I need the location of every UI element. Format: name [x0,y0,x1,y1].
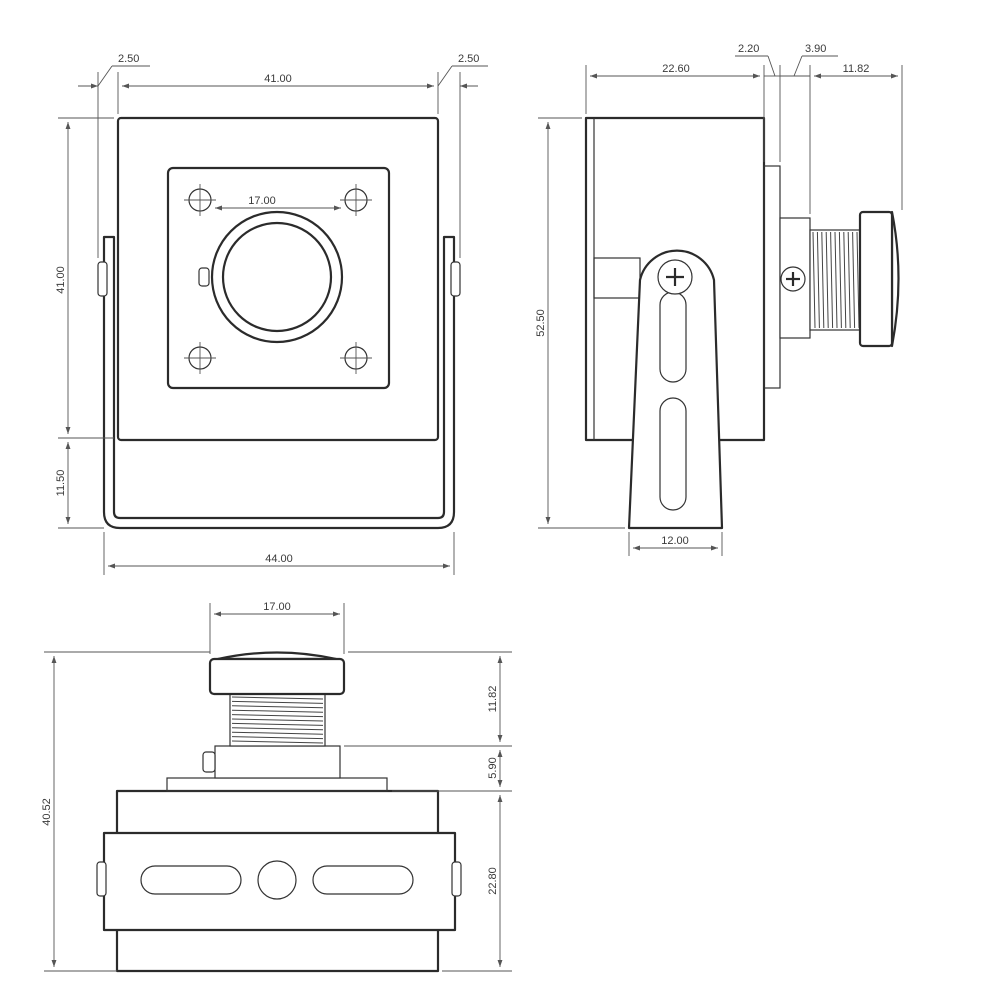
front-bracket-screw-right [450,261,461,297]
dim-front-body-width: 41.00 [264,73,292,85]
thread-line [812,231,816,329]
thread-line [830,231,834,329]
thread-line [231,722,324,726]
top-lens-thread [229,693,326,747]
thread-line [856,231,860,329]
top-lens-cap [208,657,346,696]
thread-line [834,231,838,329]
side-bracket-slot-lower [659,397,687,511]
thread-line [231,696,324,700]
thread-line [231,740,324,744]
side-lens-cap [858,210,894,348]
front-board-plate [166,166,391,390]
thread-line [852,231,856,329]
dim-side-collar: 3.90 [805,43,826,55]
top-view: 17.00 40.52 11.82 5.90 22.80 [41,601,512,973]
front-lens-set-screw [198,267,210,287]
dim-front-bracket-depth: 11.50 [55,470,67,497]
dim-side-bracket-width: 12.00 [661,535,689,547]
dim-side-body-depth: 22.60 [662,63,690,75]
dim-top-lens-length: 11.82 [487,686,499,713]
dim-front-left-offset: 2.50 [118,53,139,65]
thread-line [231,736,324,740]
thread-line [847,231,851,329]
front-lens-inner [221,221,333,333]
side-view: 22.60 2.20 3.90 11.82 52.50 12.00 [535,43,903,556]
side-collar-screw [780,266,806,292]
thread-line [231,700,324,704]
dim-top-collar: 5.90 [487,757,499,778]
front-camera-body [116,116,440,442]
side-bracket-screw [657,259,693,295]
thread-line [816,231,820,329]
top-bracket-screw-left [96,861,107,897]
dim-side-plate: 2.20 [738,43,759,55]
top-bracket-slot-right [312,865,414,895]
dim-front-right-offset: 2.50 [458,53,479,65]
front-bracket [102,235,456,530]
dim-front-body-height: 41.00 [55,266,67,294]
thread-line [821,231,825,329]
top-bracket-screw-right [451,861,462,897]
thread-line [231,709,324,713]
front-lens-outer [210,210,344,344]
top-board-plate [166,777,388,792]
dim-top-body-depth: 22.80 [487,867,499,895]
side-board-plate [763,165,781,389]
front-bracket-screw-left [97,261,108,297]
front-view: 41.00 2.50 2.50 17.00 41.00 11.50 44.00 [55,53,488,575]
side-bracket-arm [627,249,724,530]
thread-line [825,231,829,329]
thread-line [231,727,324,731]
dim-side-lens: 11.82 [843,63,870,75]
thread-line [231,714,324,718]
mount-hole-bottom-right [340,342,372,374]
top-bracket-screw-hole [257,860,297,900]
dim-top-total-depth: 40.52 [41,798,53,826]
dim-side-total-height: 52.50 [535,309,547,337]
dim-front-hole-spacing: 17.00 [248,195,276,207]
dim-front-bracket-width: 44.00 [265,553,293,565]
top-lens-set-screw [202,751,216,773]
top-bracket-slot-left [140,865,242,895]
thread-line [231,705,324,709]
mount-hole-bottom-left [184,342,216,374]
thread-line [231,718,324,722]
top-lens-collar [214,745,341,779]
dim-top-lens-width: 17.00 [263,601,291,613]
thread-line [838,231,842,329]
side-lens-thread [809,229,861,331]
mount-hole-top-left [184,184,216,216]
top-bracket-band [102,831,457,932]
mount-hole-top-right [340,184,372,216]
thread-line [843,231,847,329]
thread-line [231,731,324,735]
